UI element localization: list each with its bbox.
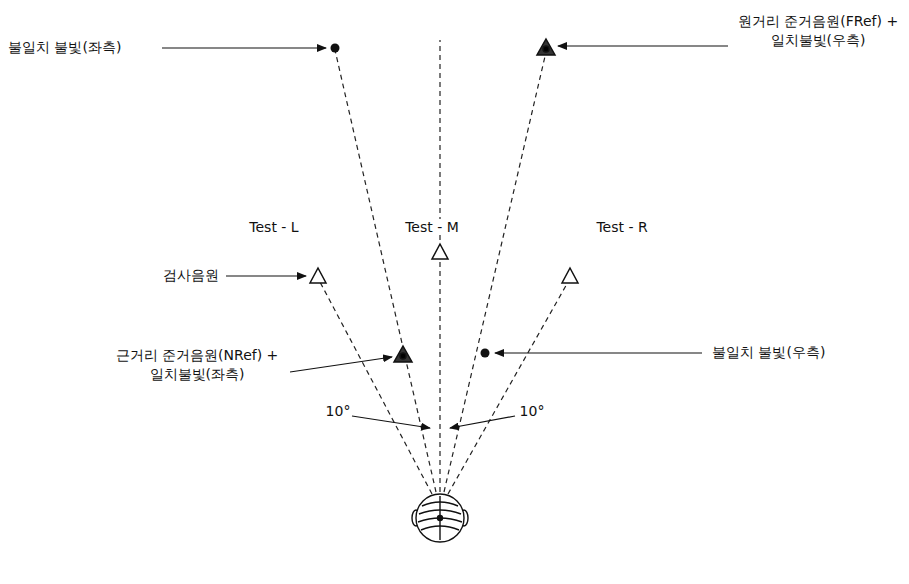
label-text: Test - M [405, 219, 459, 235]
position-label: Test - R [580, 218, 664, 237]
label-text: Test - R [596, 219, 647, 235]
sight-lines [320, 40, 568, 494]
light-label: 불일치 불빛(우측) [710, 343, 827, 362]
position-label: Test - M [390, 218, 474, 237]
test-sources [310, 244, 578, 283]
reference-sources [394, 39, 555, 362]
listener-head [412, 494, 468, 542]
source-label: 검사음원 [161, 266, 221, 285]
angle-label: 10° [510, 402, 554, 421]
label-text: 원거리 준거음원(FRef) + 일치불빛(우측) [738, 13, 898, 48]
pointer-arrows [162, 46, 728, 428]
position-label: Test - L [232, 218, 316, 237]
angle-label: 10° [316, 402, 360, 421]
label-text: 근거리 준거음원(NRef) + 일치불빛(좌측) [116, 347, 279, 382]
light-label: 불일치 불빛(좌측) [6, 38, 123, 57]
reference-label: 근거리 준거음원(NRef) + 일치불빛(좌측) [110, 346, 284, 384]
label-text: 10° [520, 403, 545, 419]
reference-label: 원거리 준거음원(FRef) + 일치불빛(우측) [731, 12, 905, 50]
lights [331, 44, 490, 358]
label-text: Test - L [249, 219, 298, 235]
label-text: 10° [326, 403, 351, 419]
